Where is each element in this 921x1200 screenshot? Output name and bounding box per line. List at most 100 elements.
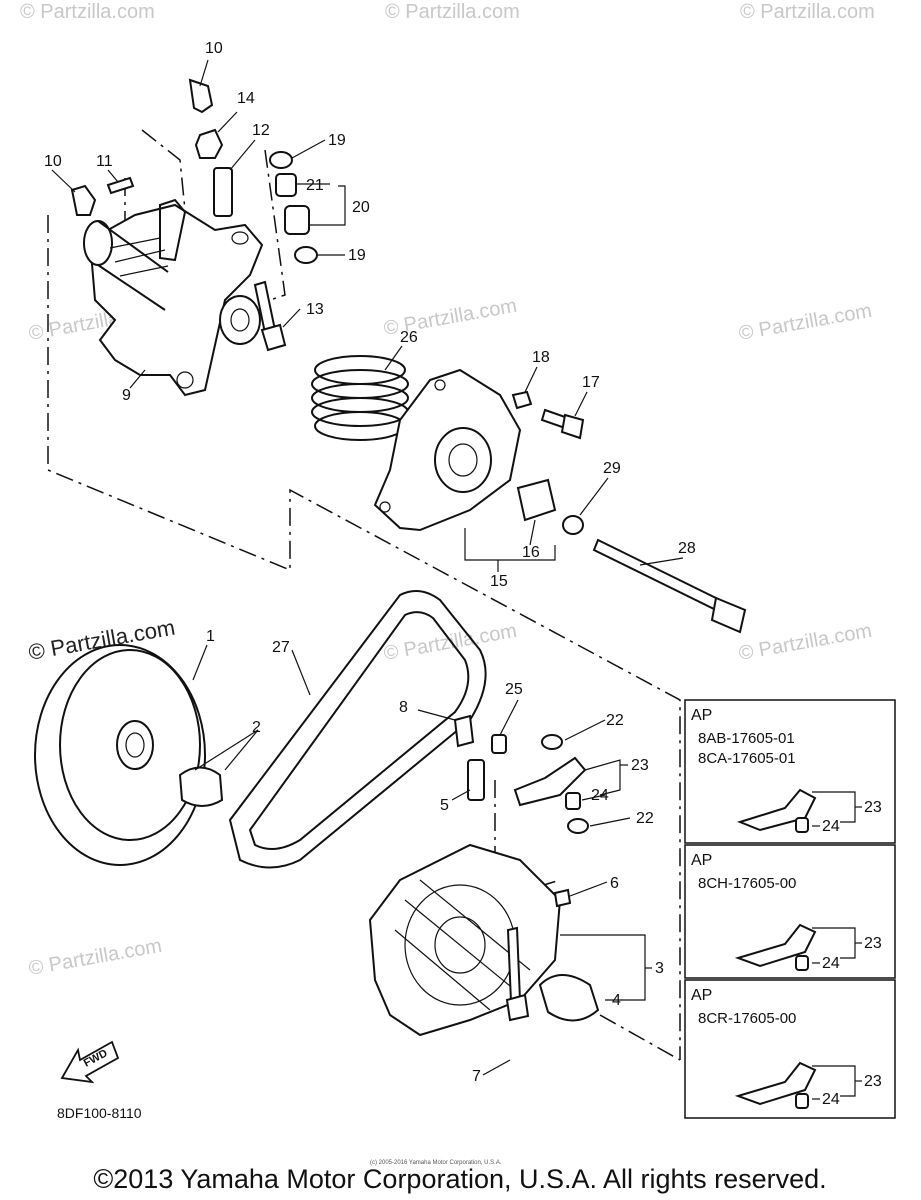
weight-roller	[565, 792, 581, 810]
callout-20: 20	[352, 199, 370, 216]
ap-box: AP 8AB-17605-01 8CA-17605-01 23 24	[684, 699, 896, 844]
callout-6: 6	[610, 875, 619, 892]
weight-clip	[70, 184, 97, 216]
screw	[553, 888, 572, 908]
callout-26: 26	[400, 329, 418, 346]
callout-23: 23	[864, 935, 882, 952]
callout-23: 23	[631, 757, 649, 774]
weight-clip	[188, 78, 214, 114]
pin	[106, 176, 135, 195]
callout-23: 23	[864, 1073, 882, 1090]
bolt-head	[260, 323, 287, 352]
callout-27: 27	[272, 639, 290, 656]
watermark: © Partzilla.com	[737, 620, 874, 665]
sliding-sheave	[34, 644, 206, 866]
bolt-head	[710, 596, 747, 634]
ap-part-number: 8CR-17605-00	[698, 1010, 796, 1027]
callout-2: 2	[252, 719, 261, 736]
callouts: 10 14 12 19 21 20 19 13 10 11 9 26 18 17…	[44, 40, 696, 1085]
callout-25: 25	[505, 681, 523, 698]
ap-box-title: AP	[691, 987, 712, 1004]
weight-arm	[734, 1061, 817, 1106]
ap-part-number: 8CH-17605-00	[698, 875, 796, 892]
pin	[491, 734, 507, 754]
ap-box-title: AP	[691, 707, 712, 724]
pin	[467, 759, 485, 801]
callout-10: 10	[44, 153, 62, 170]
callout-1: 1	[206, 628, 215, 645]
ap-part-number: 8CA-17605-01	[698, 750, 796, 767]
washer	[541, 734, 563, 750]
callout-23: 23	[864, 799, 882, 816]
callout-29: 29	[603, 460, 621, 477]
leader-lines	[51, 59, 684, 1076]
callout-16: 16	[522, 544, 540, 561]
nut	[194, 128, 224, 159]
callout-4: 4	[612, 992, 621, 1009]
forward-arrow-icon: FWD	[60, 1040, 120, 1084]
callout-9: 9	[122, 387, 131, 404]
callout-18: 18	[532, 349, 550, 366]
callout-24: 24	[822, 955, 840, 972]
washer	[294, 246, 318, 264]
bushing	[178, 766, 224, 807]
watermark: © Partzilla.com	[27, 935, 164, 980]
callout-24: 24	[822, 818, 840, 835]
callout-5: 5	[440, 797, 449, 814]
cap-assembly	[373, 368, 522, 532]
callout-19: 19	[348, 247, 366, 264]
washer	[567, 818, 589, 834]
v-belt	[228, 590, 487, 869]
callout-22: 22	[606, 712, 624, 729]
callout-12: 12	[252, 122, 270, 139]
spring	[311, 355, 409, 441]
callout-19: 19	[328, 132, 346, 149]
ap-box-title: AP	[691, 852, 712, 869]
callout-24: 24	[591, 787, 609, 804]
callout-8: 8	[399, 699, 408, 716]
bushing	[275, 173, 297, 197]
nut	[511, 390, 533, 410]
callout-24: 24	[822, 1091, 840, 1108]
ap-part-number: 8AB-17605-01	[698, 730, 795, 747]
callout-15: 15	[490, 573, 508, 590]
callout-22: 22	[636, 810, 654, 827]
watermark: © Partzilla.com	[737, 300, 874, 345]
weight-roller	[795, 817, 809, 833]
callout-28: 28	[678, 540, 696, 557]
callout-21: 21	[306, 177, 324, 194]
bolt-head	[560, 413, 585, 440]
ap-box: AP 8CH-17605-00 23 24	[684, 844, 896, 979]
callout-10: 10	[205, 40, 223, 57]
screw	[453, 714, 475, 748]
watermark: © Partzilla.com	[385, 1, 520, 23]
watermark: © Partzilla.com	[740, 1, 875, 23]
long-bolt	[592, 538, 722, 612]
callout-11: 11	[96, 153, 113, 170]
diagram-code: 8DF100-8110	[57, 1105, 142, 1121]
weight-roller	[795, 1093, 809, 1109]
washer	[562, 515, 584, 535]
weight-arm	[734, 923, 817, 968]
ap-box: AP 8CR-17605-00 23 24	[684, 979, 896, 1119]
callout-14: 14	[237, 90, 255, 107]
watermark: © Partzilla.com	[382, 620, 519, 665]
bushing	[538, 974, 600, 1022]
callout-7: 7	[472, 1068, 481, 1085]
primary-sheave-body	[368, 843, 562, 1037]
tiny-notice: (c) 2005-2016 Yamaha Motor Corporation, …	[370, 1160, 502, 1166]
callout-13: 13	[306, 301, 324, 318]
v-belt-inner	[248, 611, 470, 850]
callout-17: 17	[582, 374, 600, 391]
copyright-footer: ©2013 Yamaha Motor Corporation, U.S.A. A…	[93, 1164, 826, 1194]
weight-roller	[795, 955, 809, 971]
washer	[269, 151, 293, 169]
bushing	[284, 205, 310, 235]
bolt-head	[505, 993, 530, 1022]
callout-3: 3	[655, 960, 664, 977]
bushing	[516, 478, 557, 522]
bolt	[506, 926, 522, 1004]
collar	[213, 167, 233, 217]
watermark: © Partzilla.com	[20, 1, 155, 23]
